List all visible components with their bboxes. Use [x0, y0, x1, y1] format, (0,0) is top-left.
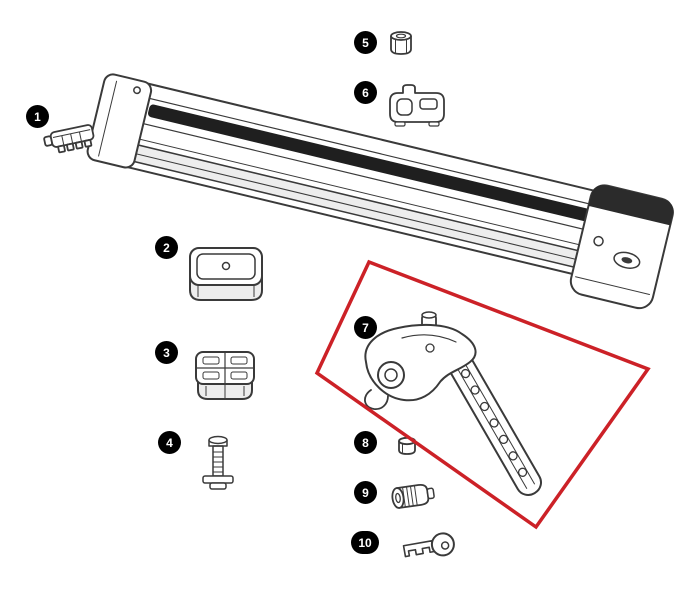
part-badge-10: 10 — [351, 531, 379, 554]
part-badge-6: 6 — [354, 81, 377, 104]
part-2-square-pad-icon — [189, 247, 263, 301]
part-3-adapter-block-icon — [195, 351, 255, 400]
part-5-barrel-nut-icon — [390, 31, 412, 55]
part-badge-8: 8 — [354, 431, 377, 454]
part-1-rail-clip-icon — [43, 124, 95, 154]
part-badge-1: 1 — [26, 105, 49, 128]
part-9-lock-cylinder-icon — [391, 483, 435, 509]
part-7-tower-with-strap-icon — [364, 311, 542, 496]
part-badge-2: 2 — [155, 236, 178, 259]
part-6-clamp-bracket-icon — [389, 84, 445, 127]
part-badge-9: 9 — [354, 481, 377, 504]
highlight-box — [314, 259, 651, 530]
part-badge-4: 4 — [158, 431, 181, 454]
part-4-t-bolt-icon — [202, 435, 234, 490]
part-10-key-icon — [402, 532, 455, 558]
part-badge-5: 5 — [354, 31, 377, 54]
part-badge-3: 3 — [155, 341, 178, 364]
crossbar-illustration — [86, 73, 674, 310]
part-badge-7: 7 — [354, 316, 377, 339]
